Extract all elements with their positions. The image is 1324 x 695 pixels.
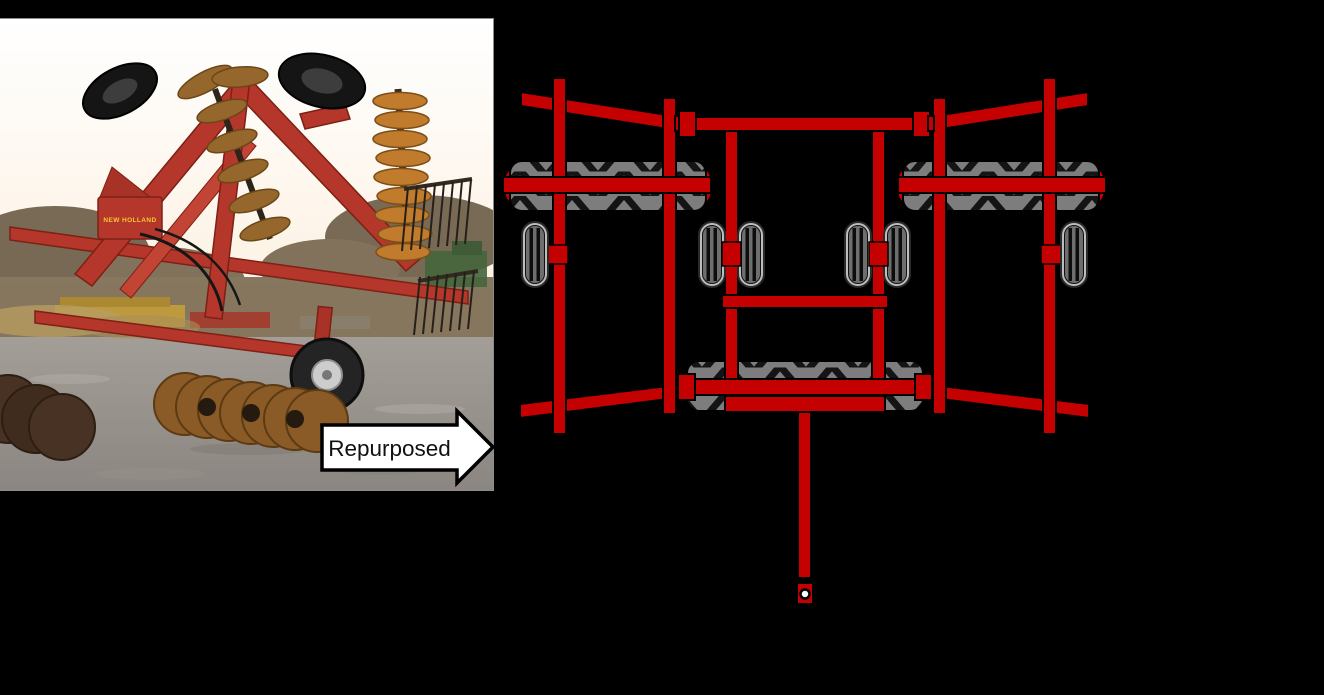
gauge-tires (521, 221, 1088, 288)
tire (1060, 221, 1088, 288)
front-disc-gang (153, 372, 349, 453)
drawbar (797, 411, 812, 579)
right-roller-axle (897, 176, 1107, 194)
brand-label: NEW HOLLAND (103, 217, 156, 224)
right-arrow-shape (320, 406, 496, 488)
rear-cross-bar (724, 395, 886, 413)
repurposed-arrow: Repurposed (318, 400, 498, 492)
front-bar-right-connector (927, 115, 935, 132)
repurposed-arrow-label: Repurposed (328, 436, 451, 461)
tire (698, 221, 726, 288)
left-inner-frame-bar (662, 97, 677, 415)
raised-tire-left (82, 62, 158, 120)
mid-cross-bar (721, 294, 889, 309)
center-axle-right-block (914, 373, 933, 401)
photo-illustration: NEW HOLLAND (0, 19, 493, 490)
right-top-fold-arm (934, 90, 1089, 132)
front-bar-left-clamp (678, 110, 697, 138)
tire (844, 221, 872, 288)
left-top-fold-arm (520, 90, 675, 132)
tire (521, 221, 549, 288)
left-bottom-fold-arm (519, 383, 677, 420)
hydraulic-hoses (139, 227, 242, 312)
photo-gravel-speckles (30, 374, 465, 480)
center-axle-left-block (677, 373, 696, 401)
front-cross-bar (693, 116, 916, 132)
tire (737, 221, 765, 288)
raised-tire-right (277, 52, 367, 110)
right-inner-frame-bar (932, 97, 947, 415)
left-disc-gang-shadow (0, 374, 96, 461)
tire (883, 221, 911, 288)
photo-implement: NEW HOLLAND (0, 52, 479, 461)
left-roller-axle (502, 176, 712, 194)
center-roller-axle (689, 378, 921, 396)
spike-tine-sections (401, 177, 479, 336)
hitch-pin-hole (799, 588, 811, 600)
mast-disc-gang (177, 64, 291, 242)
center-left-hub-block (721, 241, 742, 267)
right-disc-stack (372, 91, 433, 262)
center-right-hub-block (868, 241, 889, 267)
right-bottom-fold-arm (932, 383, 1090, 420)
right-outer-tire-clamp (1040, 244, 1062, 265)
brand-shroud: NEW HOLLAND (97, 166, 163, 240)
left-outer-tire-clamp (547, 244, 569, 265)
equipment-photo: NEW HOLLAND (0, 18, 494, 491)
